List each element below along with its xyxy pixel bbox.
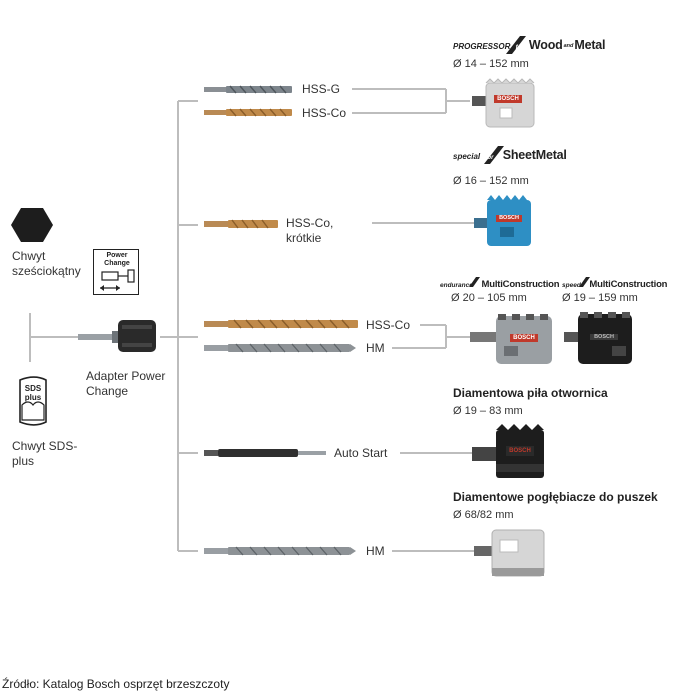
title-diamond-saw: Diamentowa piła otwornica — [453, 386, 608, 400]
holesaw-speed — [564, 312, 632, 364]
brand-prefix: endurance — [440, 282, 473, 289]
bosch-logo-speed: BOSCH — [594, 334, 614, 340]
drill-label-hss-co-2: HSS-Co — [366, 318, 411, 332]
power-change-icon: Power Change — [93, 249, 139, 295]
brand-special-sheetmetal: special for SheetMetal — [453, 148, 567, 162]
brand-mid: for — [476, 283, 482, 288]
adapter-label: Adapter Power Change — [86, 369, 166, 398]
drill-label-hss-co-1: HSS-Co — [302, 106, 347, 120]
endurance-brand-mark — [469, 277, 480, 287]
diamond-box-cutter — [474, 529, 545, 577]
drill-label-hm-2: HM — [366, 544, 385, 558]
sds-plus-icon — [19, 376, 47, 426]
bosch-logo-sheetmetal: BOSCH — [499, 215, 519, 221]
drill-hss-co-short — [204, 219, 278, 229]
bosch-logo-endurance: BOSCH — [513, 335, 535, 341]
dim-diamond-box: Ø 68/82 mm — [453, 509, 514, 521]
dim-speed: Ø 19 – 159 mm — [562, 292, 638, 304]
source-caption: Źródło: Katalog Bosch osprzęt brzeszczot… — [2, 677, 230, 691]
drill-label-hss-co-short: HSS-Co, krótkie — [286, 216, 334, 245]
brand-prefix: PROGRESSOR — [453, 42, 511, 51]
brand-name: MultiConstruction — [481, 279, 560, 290]
drill-hss-co-1 — [204, 108, 292, 117]
sds-icon-text: SDS plus — [22, 384, 44, 402]
brand-prefix: speed — [562, 282, 581, 289]
drill-label-auto-start: Auto Start — [334, 446, 388, 460]
hex-shank-label: Chwyt sześciokątny — [12, 249, 81, 278]
progressor-brand-mark — [506, 36, 526, 54]
speed-brand-mark — [579, 277, 590, 287]
brand-name: SheetMetal — [502, 148, 567, 162]
holesaw-sheetmetal — [474, 195, 531, 246]
brand-and: and — [563, 42, 574, 49]
sheetmetal-brand-mark — [484, 146, 504, 164]
brand-prefix: special — [453, 152, 481, 161]
drill-hss-co-2 — [204, 319, 358, 329]
holesaw-endurance — [470, 314, 552, 364]
title-diamond-box: Diamentowe pogłębiacze do puszek — [453, 490, 658, 504]
dim-woodmetal: Ø 14 – 152 mm — [453, 58, 529, 70]
power-change-icon-text: Power Change — [104, 252, 130, 267]
drill-hss-g — [204, 85, 292, 94]
dim-diamond-saw: Ø 19 – 83 mm — [453, 405, 523, 417]
brand-progressor-woodmetal: PROGRESSOR for WoodandMetal — [453, 38, 606, 52]
power-change-adapter — [78, 320, 156, 352]
sds-shank-label: Chwyt SDS-plus — [12, 439, 78, 468]
drill-hm-2 — [204, 546, 356, 556]
brand-mid: for — [584, 283, 590, 288]
brand-name: MultiConstruction — [589, 279, 668, 290]
connector-lines — [29, 88, 474, 552]
hexagon-icon — [11, 208, 53, 242]
drill-label-hm-1: HM — [366, 341, 385, 355]
power-change-symbol — [100, 269, 135, 291]
brand-name: Wood — [528, 38, 563, 52]
brand-name-2: Metal — [574, 38, 606, 52]
drill-hm-1 — [204, 343, 356, 353]
brand-mid: for — [515, 45, 524, 51]
holesaw-diamond — [472, 424, 544, 478]
brand-mid: for — [485, 155, 494, 161]
drill-label-hss-g: HSS-G — [302, 82, 341, 96]
drill-auto-start — [204, 449, 326, 457]
sds-icon-text-1: SDS — [24, 384, 42, 393]
holesaw-woodmetal — [472, 78, 535, 128]
brand-speed-multiconstruction: speed forMultiConstruction — [562, 276, 667, 290]
sds-icon-text-2: plus — [24, 393, 42, 402]
dim-sheetmetal: Ø 16 – 152 mm — [453, 175, 529, 187]
bosch-logo-diamond: BOSCH — [509, 448, 531, 454]
brand-endurance-multiconstruction: endurance forMultiConstruction — [440, 276, 560, 290]
bosch-logo-woodmetal: BOSCH — [497, 96, 519, 102]
dim-endurance: Ø 20 – 105 mm — [451, 292, 527, 304]
